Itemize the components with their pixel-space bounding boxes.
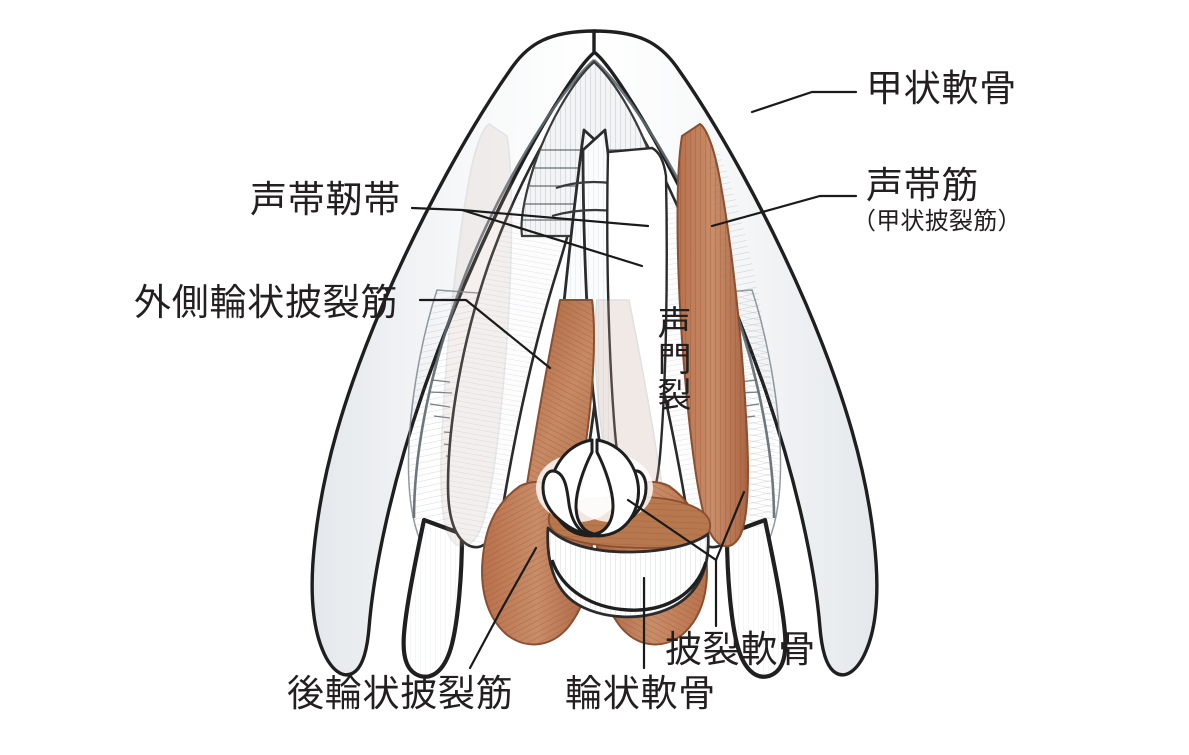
label-arytenoid-cartilage: 披裂軟骨 (665, 628, 816, 671)
arytenoid-cartilage-shape (536, 438, 653, 538)
label-vocalis-muscle: 声帯筋 (866, 164, 980, 207)
leader-lines (410, 90, 858, 670)
leader-lateral-cricoarytenoid (418, 298, 552, 370)
leader-thyroid-cartilage (750, 90, 858, 114)
vocalis-muscle-shape (440, 123, 776, 548)
leader-posterior-cricoarytenoid (468, 546, 538, 670)
label-thyroid-cartilage: 甲状軟骨 (866, 67, 1017, 110)
label-rima-glottidis: 声門裂 (651, 305, 692, 414)
leader-vocal-ligament-b (460, 208, 644, 268)
label-cricoid-cartilage: 輪状軟骨 (565, 672, 716, 715)
label-posterior-cricoarytenoid-muscle: 後輪状披裂筋 (287, 672, 514, 715)
cricoid-cartilage-shape (546, 526, 710, 619)
label-vocalis-muscle-alternate-name: （甲状披裂筋） (852, 207, 1022, 235)
label-lateral-cricoarytenoid-muscle: 外側輪状披裂筋 (134, 281, 399, 324)
leader-vocalis-muscle (710, 194, 858, 228)
label-vocal-ligament: 声帯靭帯 (250, 178, 401, 221)
leader-arytenoid-b (714, 490, 746, 562)
